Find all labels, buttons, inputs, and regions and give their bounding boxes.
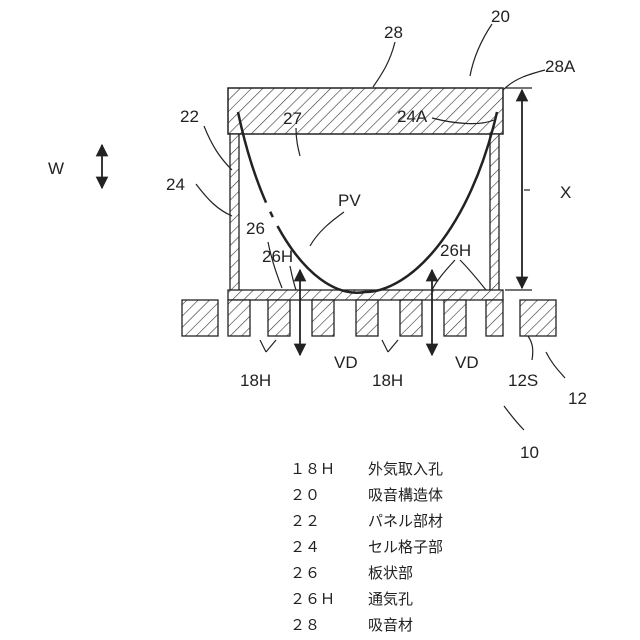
label-27: 27: [283, 109, 302, 128]
cell-lattice-wall-right: [490, 134, 499, 292]
cell-lattice-wall-left: [230, 134, 239, 292]
legend-code: ２２: [290, 512, 320, 530]
label-18h-left: 18H: [240, 371, 271, 390]
legend-code: １８Ｈ: [290, 460, 335, 478]
legend-name: パネル部材: [368, 512, 443, 530]
label-18h-right: 18H: [372, 371, 403, 390]
legend-name: セル格子部: [368, 538, 443, 556]
label-26h-right: 26H: [440, 241, 471, 260]
label-x: X: [560, 183, 571, 202]
label-12s: 12S: [508, 371, 538, 390]
label-vd-left: VD: [334, 353, 358, 372]
label-28: 28: [384, 23, 403, 42]
label-22: 22: [180, 107, 199, 126]
legend-code: ２８: [290, 616, 320, 634]
label-26: 26: [246, 219, 265, 238]
legend-code: ２０: [290, 486, 320, 504]
label-12: 12: [568, 389, 587, 408]
label-20: 20: [491, 7, 510, 26]
label-24a: 24A: [397, 107, 428, 126]
label-vd-right: VD: [455, 353, 479, 372]
legend-code: ２６Ｈ: [290, 590, 335, 608]
legend-name: 板状部: [368, 564, 413, 582]
legend-name: 通気孔: [368, 590, 413, 608]
legend-name: 吸音構造体: [368, 486, 443, 504]
label-pv: PV: [338, 191, 361, 210]
label-28a: 28A: [545, 57, 576, 76]
legend-name: 吸音材: [368, 616, 413, 634]
legend-code: ２６: [290, 564, 320, 582]
sound-absorbing-material-28: [228, 88, 503, 134]
label-w: W: [48, 159, 64, 178]
outer-panel-12: [182, 300, 556, 336]
legend-name: 外気取入孔: [368, 460, 443, 478]
label-10: 10: [520, 443, 539, 462]
legend-code: ２４: [290, 538, 320, 556]
reference-legend: １８Ｈ 外気取入孔 ２０ 吸音構造体 ２２ パネル部材 ２４ セル格子部 ２６ …: [290, 460, 443, 634]
label-26h-left: 26H: [262, 247, 293, 266]
label-24: 24: [166, 175, 185, 194]
